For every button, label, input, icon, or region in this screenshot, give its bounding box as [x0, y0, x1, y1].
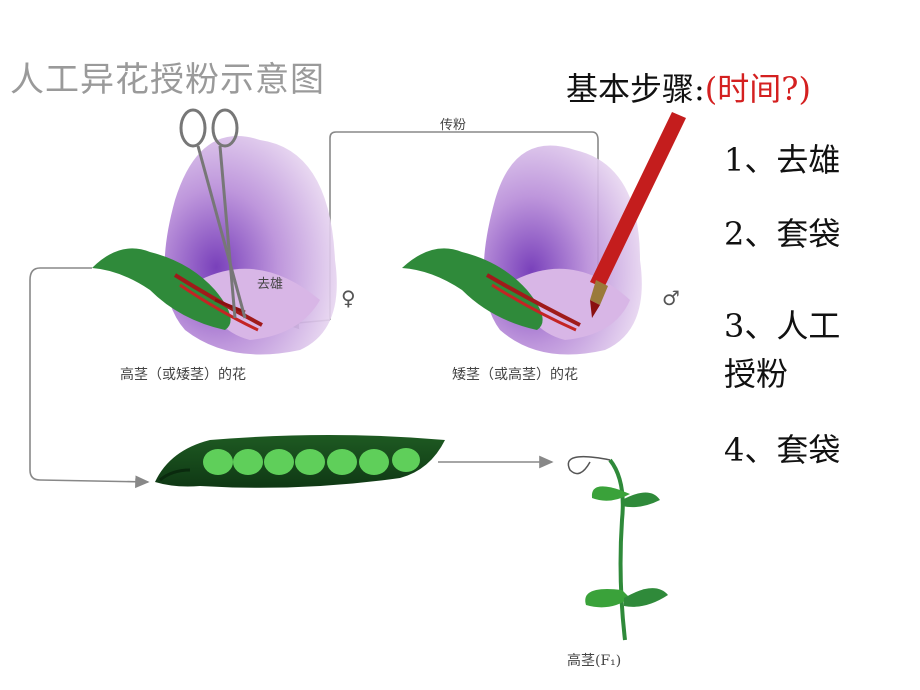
step-2: 2、套袋 — [724, 215, 841, 253]
female-symbol: ♀ — [341, 286, 356, 310]
right-flower-caption: 矮茎（或高茎）的花 — [452, 367, 578, 383]
step-3-line1: 3、人工 — [724, 307, 841, 345]
right-flower-illustration — [402, 112, 686, 355]
brush-icon — [590, 112, 686, 318]
step-4: 4、套袋 — [724, 431, 841, 469]
pea-pod-illustration — [155, 435, 445, 488]
step-3-line2: 授粉 — [724, 355, 789, 393]
step-1: 1、去雄 — [724, 141, 841, 179]
steps-heading-text: 基本步骤: — [566, 70, 705, 108]
male-symbol: ♂ — [662, 286, 680, 310]
emasculation-label: 去雄 — [257, 277, 284, 292]
plant-caption: 高茎(F₁) — [567, 653, 622, 669]
steps-heading: 基本步骤:(时间?) — [566, 64, 811, 110]
left-flower-caption: 高茎（或矮茎）的花 — [120, 367, 246, 383]
scissors-icon — [179, 108, 247, 319]
left-flower-illustration — [92, 108, 337, 355]
pollination-label: 传粉 — [440, 118, 467, 133]
diagram-title: 人工异花授粉示意图 — [10, 60, 325, 100]
steps-heading-time-note: (时间?) — [704, 70, 811, 108]
pea-plant-illustration — [567, 455, 668, 641]
